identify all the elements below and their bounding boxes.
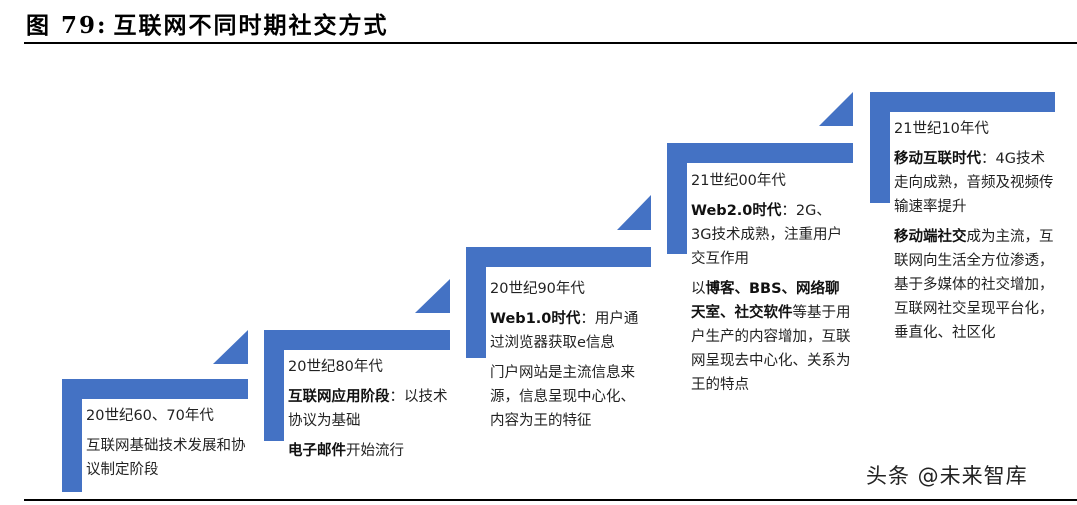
step-4-arrow-triangle-icon [819,92,853,126]
step-4-vertical-bar [667,143,687,254]
step-5-text: 21世纪10年代 移动互联时代：4G技术走向成熟，音频及视频传输速率提升 移动端… [894,117,1056,351]
step-1-era: 20世纪60、70年代 [86,408,214,424]
step-4-para-2: 以博客、BBS、网络聊天室、社交软件等基于用户生产的内容增加，互联网呈现去中心化… [691,281,851,393]
step-5-para-2: 移动端社交成为主流，互联网向生活全方位渗透，基于多媒体的社交增加，互联网社交呈现… [894,229,1054,341]
step-1-arrow-triangle-icon [213,330,248,364]
step-4-era: 21世纪00年代 [691,173,786,189]
step-5-era: 21世纪10年代 [894,121,989,137]
figure-label: 图 [26,12,51,39]
figure-title-text: 互联网不同时期社交方式 [113,12,389,39]
figure-number: 79: [61,12,108,39]
step-1-vertical-bar [62,379,82,492]
step-1-horizontal-bar [62,379,248,399]
step-2-para-1: 互联网应用阶段：以技术协议为基础 [288,389,448,429]
bottom-divider [24,499,1077,501]
step-1-para-1: 互联网基础技术发展和协议制定阶段 [86,438,246,478]
step-3-para-1: Web1.0时代：用户通过浏览器获取e信息 [490,311,639,351]
step-2-arrow-triangle-icon [415,279,450,313]
step-2-vertical-bar [264,330,284,441]
step-2-para-2: 电子邮件开始流行 [288,443,404,459]
step-5-vertical-bar [870,92,890,203]
step-5-para-1: 移动互联时代：4G技术走向成熟，音频及视频传输速率提升 [894,151,1054,215]
top-divider [24,42,1077,44]
step-5-horizontal-bar [870,92,1055,112]
figure-title: 图 79:互联网不同时期社交方式 [26,6,389,40]
step-3-horizontal-bar [466,247,651,267]
step-4-para-1: Web2.0时代：2G、3G技术成熟，注重用户交互作用 [691,203,842,267]
watermark: 头条 @未来智库 [866,464,1028,488]
step-3-vertical-bar [466,247,486,358]
step-3-text: 20世纪90年代 Web1.0时代：用户通过浏览器获取e信息 门户网站是主流信息… [490,277,646,439]
step-2-text: 20世纪80年代 互联网应用阶段：以技术协议为基础 电子邮件开始流行 [288,355,448,469]
step-3-arrow-triangle-icon [617,195,651,230]
step-2-horizontal-bar [264,330,450,350]
step-2-era: 20世纪80年代 [288,359,383,375]
step-4-horizontal-bar [667,143,853,163]
step-3-para-2: 门户网站是主流信息来源，信息呈现中心化、内容为王的特征 [490,365,635,429]
step-3-era: 20世纪90年代 [490,281,585,297]
step-1-text: 20世纪60、70年代 互联网基础技术发展和协议制定阶段 [86,404,246,488]
step-4-text: 21世纪00年代 Web2.0时代：2G、3G技术成熟，注重用户交互作用 以博客… [691,169,851,403]
